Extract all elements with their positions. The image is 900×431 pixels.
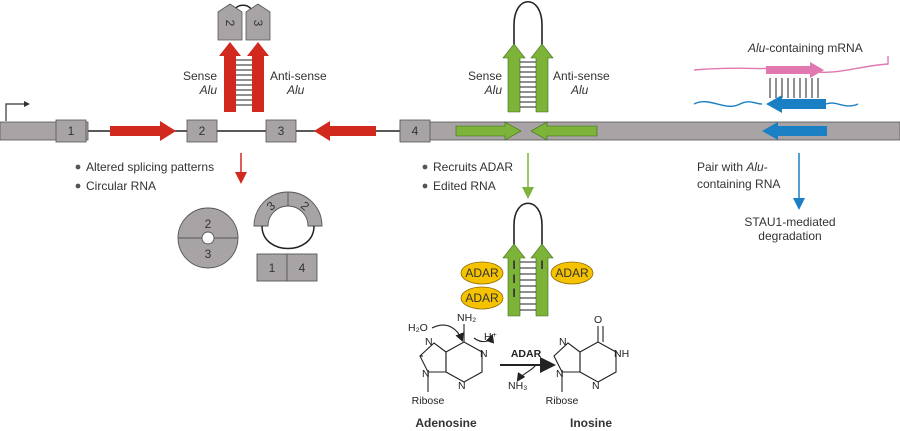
- adenosine-structure: [419, 324, 483, 392]
- intron-alu-antisense-arrow: [314, 121, 376, 141]
- adar-badge-3-label: ADAR: [555, 266, 589, 280]
- pair-with-alu-line1: Pair with Alu-: [697, 160, 768, 174]
- left-outcomes: Altered splicing patterns Circular RNA 2…: [75, 153, 323, 282]
- pair-with-alu-line2: containing RNA: [697, 177, 780, 191]
- hairpin-loop-middle: [513, 0, 543, 48]
- adenosine-atom-n7: N: [425, 336, 433, 348]
- left-sense-alu-label: Alu: [199, 83, 218, 97]
- enzyme-label: ADAR: [511, 348, 542, 360]
- middle-antisense-label: Anti-sense: [553, 69, 610, 83]
- middle-outcomes: Recruits ADAR Edited RNA I I I I ADAR AD…: [422, 153, 594, 317]
- stau1-line2: degradation: [758, 229, 821, 243]
- exon-1-box: [55, 119, 87, 143]
- inosine-atom-n3: N: [592, 380, 600, 392]
- ammonia-label: NH₃: [508, 380, 527, 392]
- outcome-circular-rna: Circular RNA: [86, 179, 156, 193]
- middle-sense-alu-label: Alu: [484, 83, 503, 97]
- amine-label: NH₂: [457, 312, 476, 324]
- circle-segment-3: 3: [205, 247, 212, 261]
- adar-badge-2: [460, 286, 504, 310]
- exon-2-label: 2: [199, 124, 206, 138]
- stau1-line1: STAU1-mediated: [744, 215, 835, 229]
- transcription-start-arrow: [5, 103, 24, 121]
- hairpin-cap-3-label: 3: [251, 20, 265, 27]
- inosine-mark-4: I: [512, 286, 515, 300]
- hairpin-red-up-right: [247, 42, 269, 112]
- alu-mrna-pairing: Alu-containing mRNA: [693, 41, 889, 113]
- left-sense-label: Sense: [183, 69, 217, 83]
- deamination-reaction: [419, 324, 617, 392]
- hairpin-green-up-right: [530, 43, 554, 113]
- edited-hairpin-loop: [513, 202, 543, 246]
- linear-exon-1: [256, 253, 288, 282]
- hairpin-green-up-left: [502, 43, 526, 113]
- linear-segment-4: 4: [299, 261, 306, 275]
- exon-3-label: 3: [278, 124, 285, 138]
- water-attack-arrow: [431, 324, 464, 343]
- exon-4-label: 4: [412, 124, 419, 138]
- proton-arrow: [473, 333, 495, 344]
- edited-green-up-right: [530, 243, 554, 317]
- hairpin-red-up-left: [219, 42, 241, 112]
- proton-label: H⁺: [484, 331, 498, 343]
- circular-arc-shape: [253, 191, 323, 227]
- mrna-blue-alu-arrow: [766, 95, 826, 113]
- circle-segment-2: 2: [205, 217, 212, 231]
- adenosine-name: Adenosine: [415, 416, 477, 430]
- exon-3-box: [265, 119, 297, 143]
- gene-track: 1 2 3 4: [0, 101, 900, 143]
- exon-1-label: 1: [68, 124, 75, 138]
- circular-loop: [261, 225, 315, 250]
- left-antisense-alu-label: Alu: [286, 83, 305, 97]
- middle-antisense-alu-label: Alu: [570, 83, 589, 97]
- green-alu-hairpin: Sense Alu Anti-sense Alu: [468, 0, 610, 113]
- chemistry-labels: H₂O NH₂ H⁺ N N N N Ribose ADAR NH₃ O N N…: [408, 312, 629, 430]
- inosine-mark-3: I: [512, 272, 515, 286]
- linear-exon-4: [286, 253, 318, 282]
- red-alu-hairpin: 2 3 Sense Alu Anti-sense Alu: [183, 3, 327, 112]
- mrna-pink-alu-arrow: [766, 62, 824, 78]
- outcome-recruits-adar: Recruits ADAR: [433, 160, 513, 174]
- adenosine-atom-n3: N: [458, 380, 466, 392]
- adar-badge-1: [460, 261, 504, 285]
- inosine-atom-o: O: [594, 314, 602, 326]
- middle-sense-label: Sense: [468, 69, 502, 83]
- utr-alu-sense-arrow: [455, 121, 522, 141]
- inosine-mark-2: I: [540, 258, 543, 272]
- edited-green-up-left: [502, 243, 526, 317]
- inosine-atom-nh: NH: [614, 348, 629, 360]
- right-outcomes: Pair with Alu- containing RNA STAU1-medi…: [697, 153, 836, 243]
- utr-alu-antisense-arrow: [530, 121, 598, 141]
- exon-2-box: [186, 119, 218, 143]
- hairpin-cap-2-label: 2: [223, 20, 237, 27]
- water-label: H₂O: [408, 322, 428, 334]
- inosine-name: Inosine: [570, 416, 612, 430]
- inosine-mark-1: I: [512, 258, 515, 272]
- hairpin-cap-3: [245, 3, 271, 41]
- outcome-edited-rna: Edited RNA: [433, 179, 496, 193]
- ribose-left-label: Ribose: [412, 395, 445, 407]
- intron-alu-sense-arrow: [110, 121, 176, 141]
- outcome-altered-splicing: Altered splicing patterns: [86, 160, 214, 174]
- ammonia-release-arrow: [516, 364, 537, 382]
- adar-badge-2-label: ADAR: [465, 291, 499, 305]
- adar-badge-1-label: ADAR: [465, 266, 499, 280]
- exon-4-box: [399, 119, 431, 143]
- adenosine-atom-n1: N: [480, 348, 488, 360]
- inosine-atom-n9: N: [556, 368, 564, 380]
- utr-alu-blue-arrow: [762, 122, 827, 140]
- left-antisense-label: Anti-sense: [270, 69, 327, 83]
- inosine-atom-n7: N: [559, 336, 567, 348]
- ribose-right-label: Ribose: [546, 395, 579, 407]
- adenosine-atom-n9: N: [422, 368, 430, 380]
- inosine-structure: [553, 326, 617, 392]
- adar-badge-3: [550, 261, 594, 285]
- mrna-blue-wave: [693, 101, 859, 107]
- linear-segment-1: 1: [269, 261, 276, 275]
- hairpin-cap-2: [217, 3, 243, 41]
- mrna-label: Alu-containing mRNA: [747, 41, 863, 55]
